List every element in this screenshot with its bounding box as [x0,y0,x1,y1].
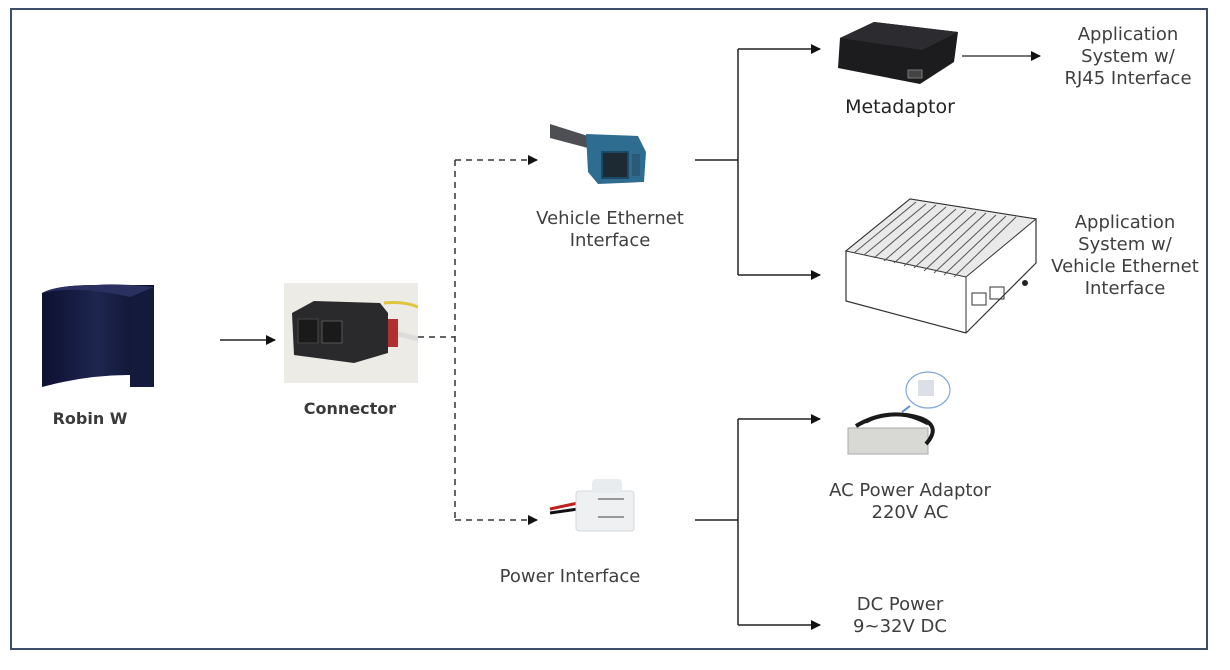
node-app-veth-label: Application System w/ Vehicle Ethernet I… [1051,212,1199,299]
power-plug-icon [549,479,635,532]
computer-box-icon [844,198,1038,334]
lidar-sensor-icon [42,284,154,387]
connector-photo-icon [284,283,418,383]
node-robin-label: Robin W [52,409,128,428]
node-dc-power-label: DC Power 9~32V DC [853,594,947,637]
ac-adaptor-icon [847,371,951,455]
diagram-frame [10,8,1208,650]
node-connector-label: Connector [303,399,397,418]
node-app-rj45-label: Application System w/ RJ45 Interface [1064,24,1192,89]
node-power-if-label: Power Interface [499,566,641,587]
vehicle-ethernet-plug-icon [550,124,646,184]
node-ac-power-label: AC Power Adaptor 220V AC [829,480,991,523]
adaptor-box-icon [838,22,958,84]
node-vehicle-eth-label: Vehicle Ethernet Interface [536,208,684,251]
node-metadaptor-label: Metadaptor [845,96,955,118]
